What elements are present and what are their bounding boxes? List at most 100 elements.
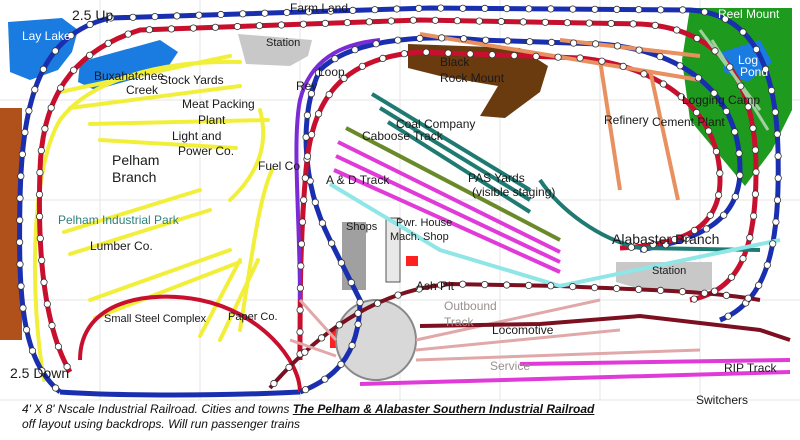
turnout-marker bbox=[755, 281, 763, 289]
label-pelham-branch-2: Branch bbox=[112, 169, 156, 185]
turnout-marker bbox=[303, 152, 312, 160]
turnout-marker bbox=[297, 262, 305, 270]
turnout-marker bbox=[525, 281, 533, 289]
turnout-marker bbox=[393, 5, 401, 13]
turnout-marker bbox=[773, 196, 782, 204]
label-station-right: Station bbox=[652, 265, 686, 277]
turnout-marker bbox=[217, 10, 225, 19]
label-2-5-down: 2.5 Down bbox=[10, 365, 69, 381]
turnout-marker bbox=[301, 348, 309, 356]
main-line-red bbox=[36, 17, 759, 374]
farm-land-station-platform bbox=[238, 34, 312, 66]
turnout-marker bbox=[317, 334, 326, 342]
label-black-rock-2: Rock Mount bbox=[440, 71, 505, 85]
pelham-branch-tracks bbox=[32, 54, 274, 382]
turnout-marker bbox=[475, 17, 483, 25]
turnout-marker bbox=[394, 291, 402, 299]
turnout-marker bbox=[40, 278, 48, 286]
turnout-marker bbox=[400, 50, 408, 58]
label-creek: Creek bbox=[126, 83, 159, 97]
turnout-marker bbox=[415, 285, 423, 293]
turnout-marker bbox=[720, 211, 728, 219]
turnout-marker bbox=[598, 57, 606, 65]
turnout-marker bbox=[38, 367, 46, 375]
turnout-marker bbox=[694, 74, 703, 82]
turnout-marker bbox=[129, 13, 137, 21]
ad-track bbox=[328, 182, 781, 289]
shops-building bbox=[342, 222, 366, 290]
turnout-marker bbox=[37, 146, 45, 155]
turnout-marker bbox=[358, 62, 366, 70]
turnout-marker bbox=[43, 300, 51, 308]
turnout-marker bbox=[702, 225, 711, 233]
turnout-marker bbox=[510, 51, 518, 60]
turnout-marker bbox=[431, 16, 439, 24]
label-locomotive: Locomotive bbox=[492, 323, 554, 337]
label-rev: Rev bbox=[296, 79, 317, 93]
turnout-marker bbox=[19, 304, 27, 312]
turnout-marker bbox=[607, 19, 615, 28]
lay-lake bbox=[8, 18, 78, 80]
turnout-marker bbox=[261, 9, 269, 17]
turnout-marker bbox=[649, 241, 657, 249]
label-black-rock-1: Black bbox=[440, 55, 470, 69]
turnout-marker bbox=[690, 226, 699, 234]
turnout-marker bbox=[285, 363, 293, 371]
inner-loop-red bbox=[78, 294, 302, 393]
turnout-marker bbox=[17, 172, 25, 180]
turnout-marker bbox=[481, 4, 489, 12]
turnout-marker bbox=[299, 20, 307, 28]
label-pas-yards-1: PAS Yards bbox=[468, 171, 525, 185]
turnout-marker bbox=[662, 241, 670, 249]
locomotive-service-darkred bbox=[419, 313, 791, 342]
turnout-marker bbox=[773, 130, 781, 138]
label-logging-camp: Logging Camp bbox=[682, 93, 760, 107]
turnout-marker bbox=[107, 14, 115, 22]
turnout-marker bbox=[700, 8, 709, 16]
turnout-marker bbox=[422, 48, 430, 56]
turnout-marker bbox=[724, 312, 732, 320]
turnout-marker bbox=[670, 235, 679, 244]
turnout-marker bbox=[270, 379, 278, 388]
turnout-markers bbox=[15, 4, 782, 394]
turnout-marker bbox=[481, 280, 489, 289]
turnout-marker bbox=[532, 52, 540, 61]
turnout-marker bbox=[18, 150, 26, 158]
caption-title: The Pelham & Alabaster Southern Industri… bbox=[292, 402, 595, 416]
turnout-marker bbox=[585, 19, 593, 27]
label-pwr-house-2: Mach. Shop bbox=[390, 231, 449, 243]
label-lay-lake: Lay Lake bbox=[22, 29, 71, 43]
turnout-marker bbox=[677, 93, 685, 101]
turnout-marker bbox=[737, 82, 745, 90]
turnout-marker bbox=[22, 326, 31, 334]
turnout-marker bbox=[325, 91, 333, 99]
buxahatchee-creek bbox=[78, 40, 178, 90]
turnout-marker bbox=[321, 19, 329, 27]
turnout-marker bbox=[31, 86, 39, 94]
turnout-marker bbox=[307, 131, 316, 139]
turnout-marker bbox=[255, 22, 263, 30]
turnout-marker bbox=[714, 191, 723, 199]
turnout-marker bbox=[354, 320, 362, 328]
main-line-outer-blue bbox=[17, 5, 781, 394]
turnout-marker bbox=[104, 39, 112, 47]
turnout-marker bbox=[86, 51, 94, 59]
turnout-marker bbox=[459, 4, 467, 12]
caption: 4' X 8' Nscale Industrial Railroad. Citi… bbox=[22, 402, 782, 432]
label-fuel-co: Fuel Co bbox=[258, 159, 300, 173]
turnout-marker bbox=[659, 80, 668, 88]
turnout-marker bbox=[591, 5, 599, 13]
turnout-marker bbox=[444, 49, 452, 57]
power-house-building bbox=[385, 217, 401, 283]
label-pwr-house-1: Pwr. House bbox=[396, 217, 452, 229]
turnout-marker bbox=[673, 26, 681, 34]
turnout-marker bbox=[774, 152, 782, 160]
engine-terminal-tracks bbox=[289, 298, 701, 362]
turnout-marker bbox=[301, 174, 309, 182]
label-caboose-track: Caboose Track bbox=[362, 129, 444, 143]
turnout-marker bbox=[211, 23, 219, 31]
turnout-marker bbox=[749, 212, 758, 220]
turnout-marker bbox=[57, 84, 65, 92]
label-coal-company: Coal Company bbox=[396, 117, 475, 131]
turnout-marker bbox=[151, 13, 159, 21]
